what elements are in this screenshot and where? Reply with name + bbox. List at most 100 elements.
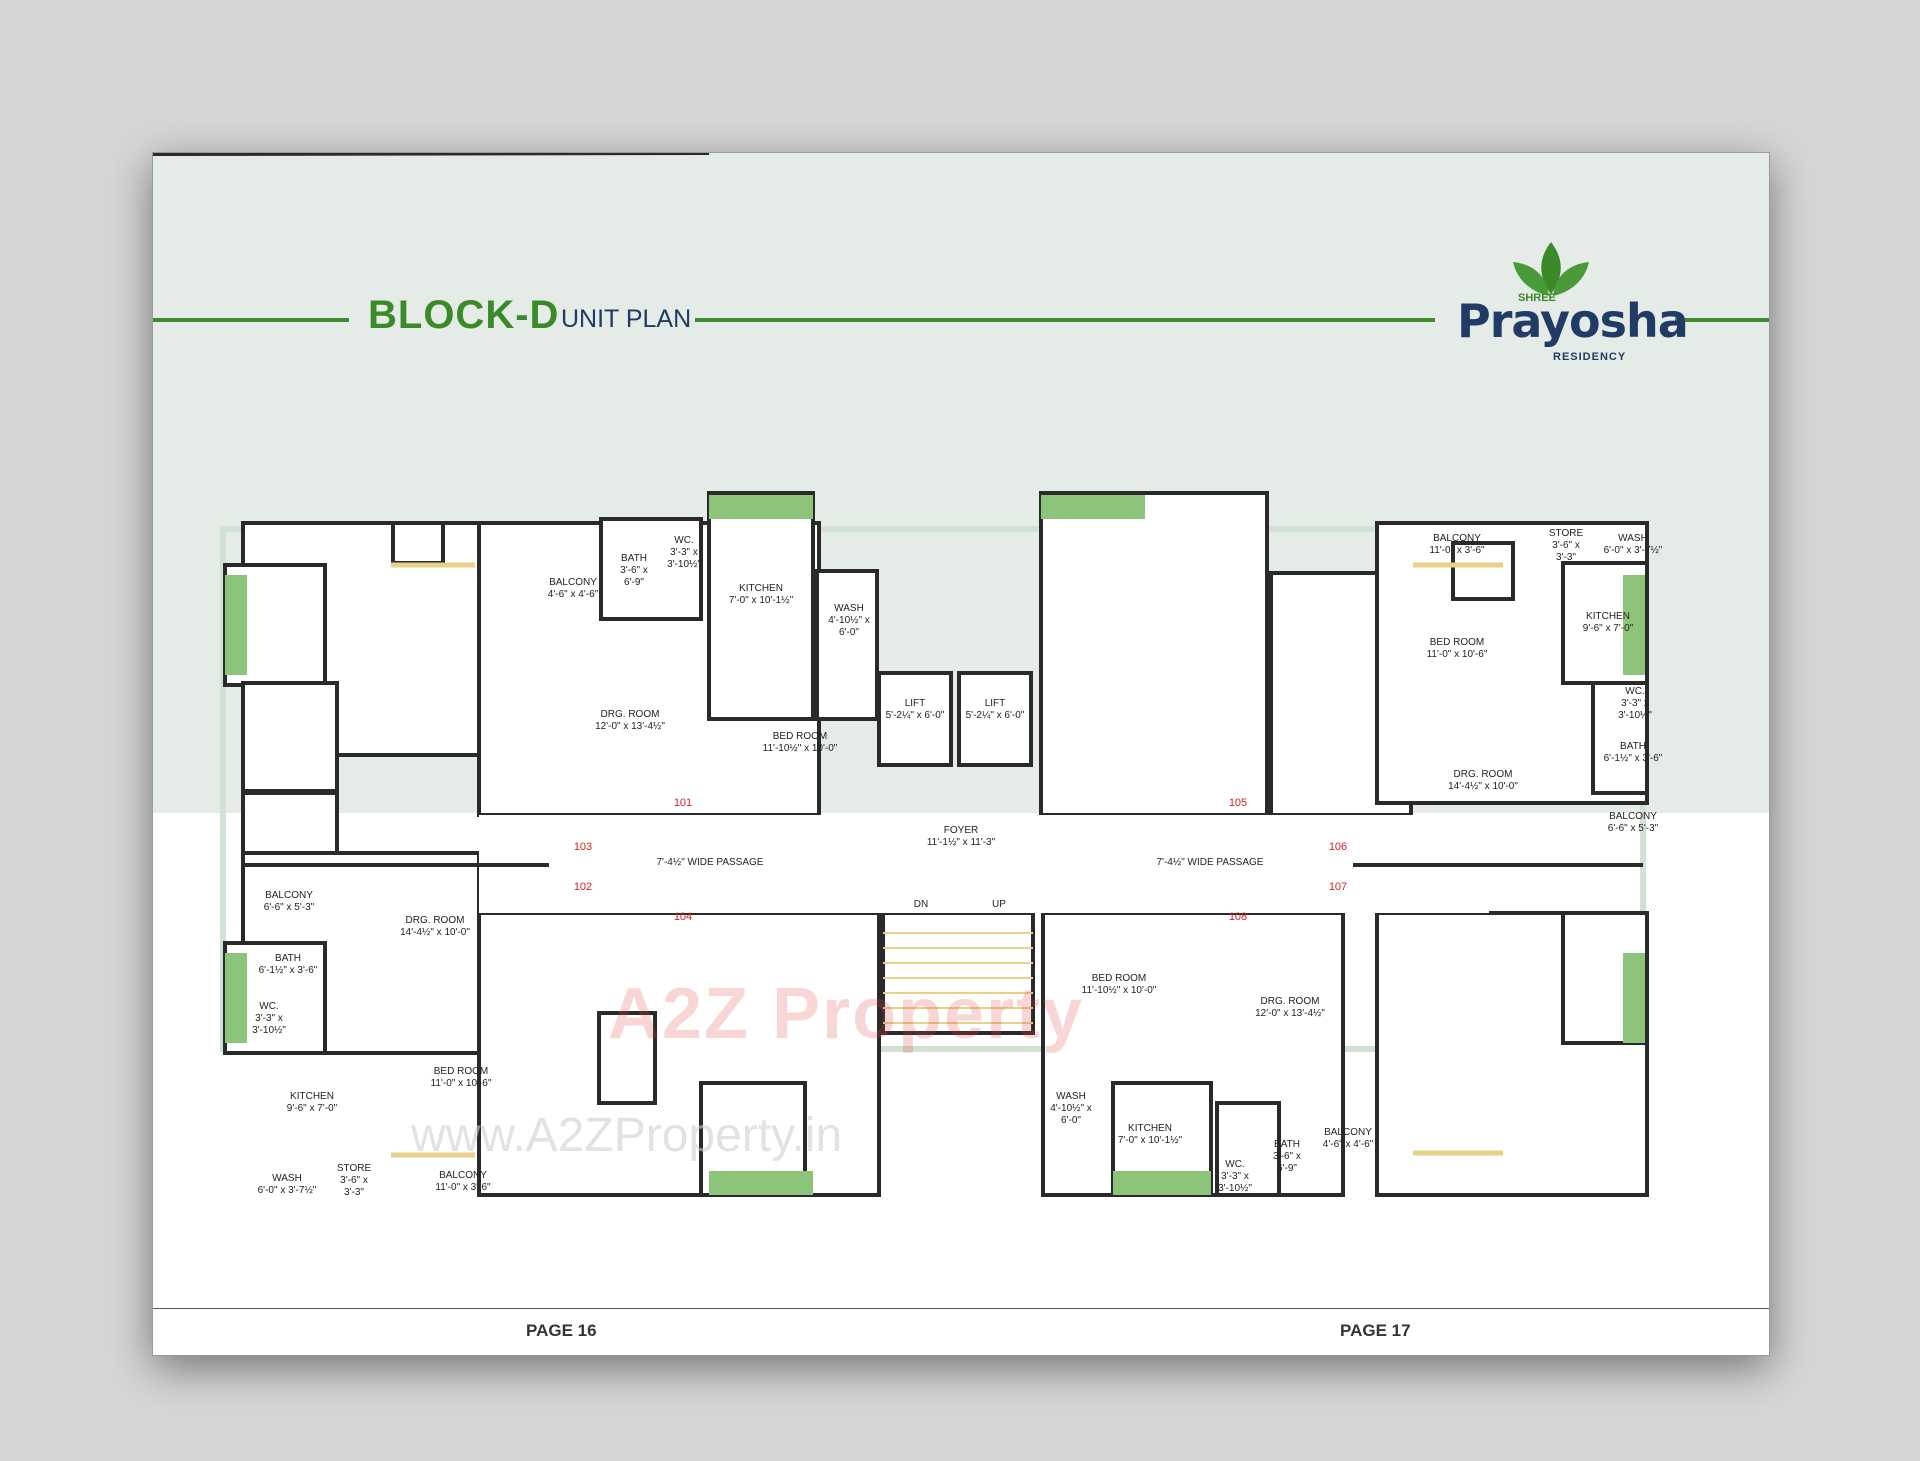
foyer-name: FOYER xyxy=(944,825,978,836)
unit-101: 101 xyxy=(674,797,692,809)
footer-rule xyxy=(153,1308,1769,1309)
unit-numbers: 101 102 103 104 105 106 107 108 xyxy=(574,797,1347,923)
lift2-size: 5'-2¼" x 6'-0" xyxy=(966,709,1025,721)
tl-bath-size2: 6'-9" xyxy=(624,577,644,588)
bl-kitchen-name: KITCHEN xyxy=(290,1091,334,1102)
bl-balcony2-name: BALCONY xyxy=(439,1170,487,1181)
tr-balcony2-name: BALCONY xyxy=(1609,811,1657,822)
page-number-left: PAGE 16 xyxy=(526,1321,597,1340)
bl-balcony-name: BALCONY xyxy=(265,890,313,901)
header-rule-left xyxy=(153,318,349,322)
br-drg-name: DRG. ROOM xyxy=(1261,996,1320,1007)
unit-106: 106 xyxy=(1329,841,1347,853)
br-bath-name: BATH xyxy=(1274,1139,1300,1150)
br-wc-size2: 3'-10½" xyxy=(1218,1183,1252,1194)
tr-kitchen-size: 9'-6" x 7'-0" xyxy=(1583,623,1634,634)
tl-wc-size2: 3'-10½" xyxy=(667,559,701,570)
tr-balcony-name: BALCONY xyxy=(1433,533,1481,544)
tr-kitchen-name: KITCHEN xyxy=(1586,611,1630,622)
brochure-page: BLOCK-D UNIT PLAN SHREE Prayosha RESIDEN… xyxy=(152,152,1770,1356)
unit-103: 103 xyxy=(574,841,592,853)
tr-drg-size: 14'-4½" x 10'-0" xyxy=(1448,781,1518,792)
unit-plan-subtitle: UNIT PLAN xyxy=(561,305,692,333)
svg-text:WC.3'-3" x3'-10½": WC.3'-3" x3'-10½" xyxy=(1218,1159,1252,1194)
br-wash-size1: 4'-10½" x xyxy=(1050,1103,1092,1114)
tl-wash-size1: 4'-10½" x xyxy=(828,615,870,626)
tr-drg-name: DRG. ROOM xyxy=(1454,769,1513,780)
bl-store-size2: 3'-3" xyxy=(344,1187,364,1198)
br-balcony-size: 4'-6" x 4'-6" xyxy=(1323,1139,1374,1150)
tr-wash-name: WASH xyxy=(1618,533,1648,544)
svg-text:WC.3'-3" x3'-10½": WC.3'-3" x3'-10½" xyxy=(252,1001,286,1036)
walls xyxy=(153,153,1649,1197)
page-number-right: PAGE 17 xyxy=(1340,1321,1411,1340)
bl-store-name: STORE xyxy=(337,1163,372,1174)
br-wc-name: WC. xyxy=(1225,1159,1244,1170)
tl-balcony-name: BALCONY xyxy=(549,577,597,588)
watermark-logo: A2Z Property xyxy=(608,973,1084,1055)
lift1-name: LIFT xyxy=(905,698,926,709)
watermark-url: www.A2ZProperty.in xyxy=(411,1109,843,1162)
tl-drg-size: 12'-0" x 13'-4½" xyxy=(595,721,665,732)
tr-wc-size1: 3'-3" x xyxy=(1621,698,1649,709)
bl-balcony2-size: 11'-0" x 3'-6" xyxy=(435,1182,491,1193)
unit-108: 108 xyxy=(1229,911,1247,923)
leaf-icon xyxy=(1513,242,1589,296)
br-bed-name: BED ROOM xyxy=(1092,973,1146,984)
tl-kitchen-size: 7'-0" x 10'-1½" xyxy=(729,595,794,606)
passage-right: 7'-4½" WIDE PASSAGE xyxy=(1157,857,1264,868)
tl-bed-size: 11'-10½" x 10'-0" xyxy=(763,743,838,754)
tl-wc-name: WC. xyxy=(674,535,693,546)
tr-wash-size: 6'-0" x 3'-7½" xyxy=(1604,545,1663,556)
tl-bath-name: BATH xyxy=(621,553,647,564)
tr-store-name: STORE xyxy=(1549,528,1584,539)
tr-store-size1: 3'-6" x xyxy=(1552,540,1580,551)
bl-wc-size2: 3'-10½" xyxy=(252,1025,286,1036)
br-wash-size2: 6'-0" xyxy=(1061,1115,1081,1126)
logo-residency: RESIDENCY xyxy=(1553,351,1627,363)
tl-balcony-size: 4'-6" x 4'-6" xyxy=(548,589,599,600)
bl-drg-size: 14'-4½" x 10'-0" xyxy=(400,927,470,938)
bl-kitchen-size: 9'-6" x 7'-0" xyxy=(287,1103,338,1114)
tr-balcony2-size: 6'-6" x 5'-3" xyxy=(1608,823,1659,834)
svg-text:WC.3'-3" x3'-10½": WC.3'-3" x3'-10½" xyxy=(1618,686,1652,721)
tl-wash-name: WASH xyxy=(834,603,864,614)
tl-bed-name: BED ROOM xyxy=(773,731,827,742)
tl-wc-size1: 3'-3" x xyxy=(670,547,698,558)
br-bed-size: 11'-10½" x 10'-0" xyxy=(1082,985,1157,996)
tl-wash-size2: 6'-0" xyxy=(839,627,859,638)
planters xyxy=(225,495,1645,1195)
br-balcony-name: BALCONY xyxy=(1324,1127,1372,1138)
tr-wc-name: WC. xyxy=(1625,686,1644,697)
bl-wc-name: WC. xyxy=(259,1001,278,1012)
watermark-logo-text: A2Z Property xyxy=(608,974,1085,1054)
header-rule-right xyxy=(1675,318,1769,322)
bl-wash-size: 6'-0" x 3'-7½" xyxy=(258,1185,317,1196)
br-bath-size2: 6'-9" xyxy=(1277,1163,1297,1174)
tr-bed-name: BED ROOM xyxy=(1430,637,1484,648)
tr-balcony-size: 11'-0" x 3'-6" xyxy=(1429,545,1485,556)
logo-name: Prayosha xyxy=(1457,294,1689,348)
